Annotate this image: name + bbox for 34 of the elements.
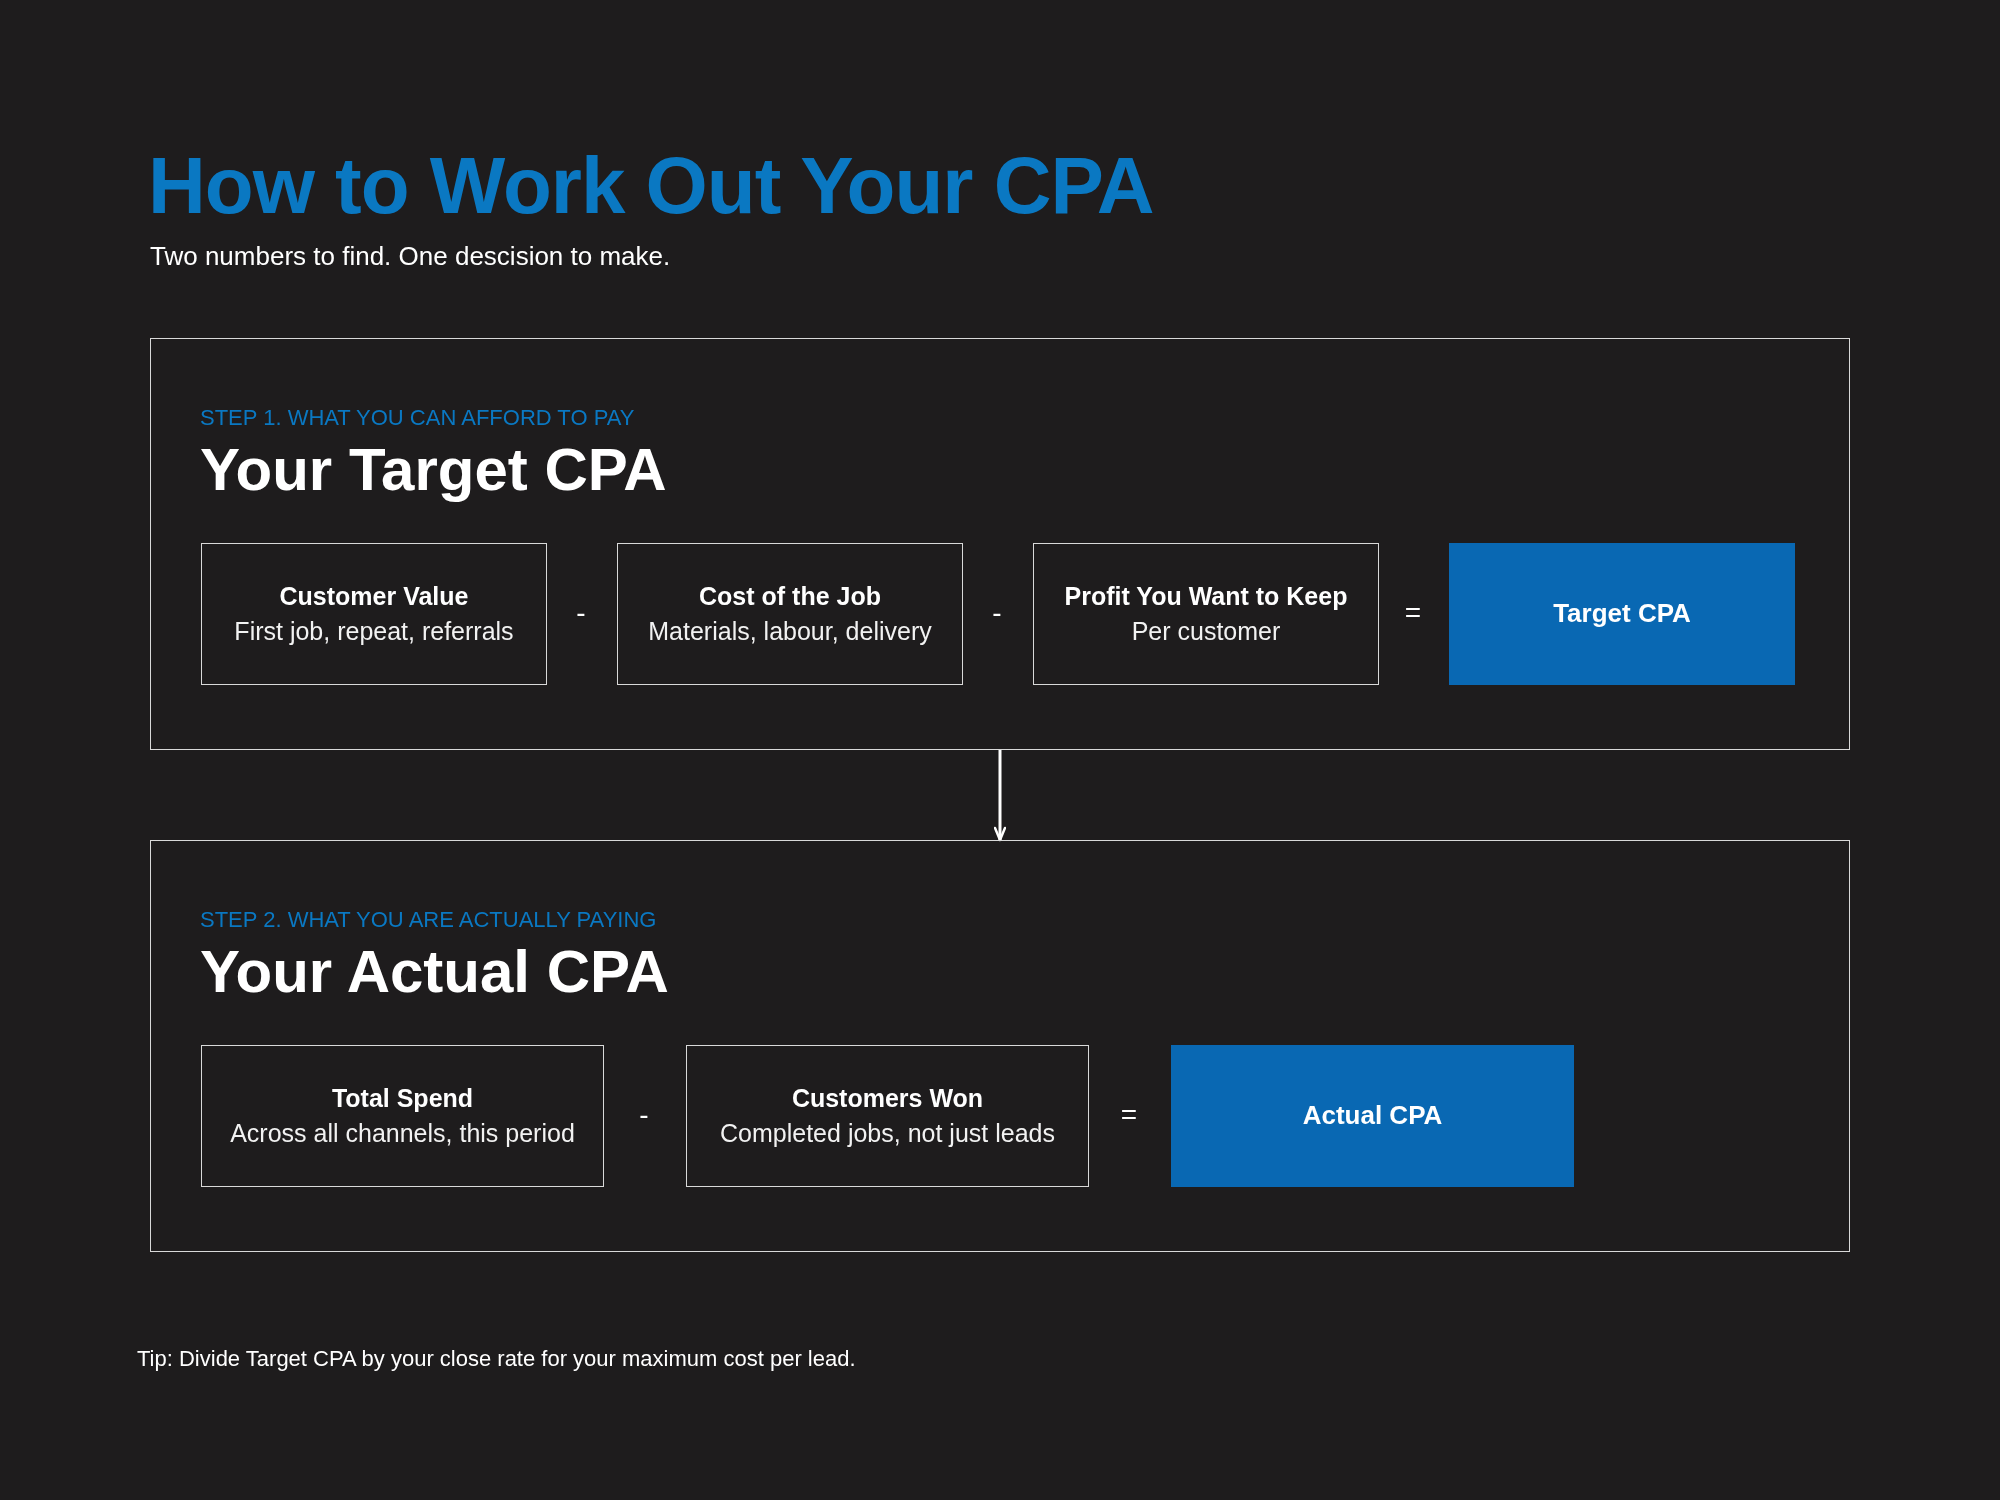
page-title: How to Work Out Your CPA: [148, 146, 1154, 226]
math-operator: =: [1119, 1098, 1139, 1132]
term-description: Materials, labour, delivery: [648, 616, 932, 647]
result-label: Target CPA: [1553, 597, 1691, 631]
term-title: Cost of the Job: [699, 581, 881, 612]
term-box: [201, 1045, 604, 1187]
term-description: Completed jobs, not just leads: [720, 1118, 1055, 1149]
result-box: [1449, 543, 1795, 685]
term-title: Customer Value: [279, 581, 469, 612]
term-description: First job, repeat, referrals: [234, 616, 514, 647]
term-title: Total Spend: [331, 1083, 474, 1114]
result-box: [1171, 1045, 1574, 1187]
panel-heading: Your Actual CPA: [200, 939, 669, 1006]
term-box: [201, 543, 547, 685]
term-box: [1033, 543, 1379, 685]
tip-note: Tip: Divide Target CPA by your close rate for your maximum cost per lead.: [137, 1346, 856, 1373]
term-description: Across all channels, this period: [230, 1118, 575, 1149]
term-box: [686, 1045, 1089, 1187]
math-operator: =: [1403, 596, 1423, 630]
math-operator: -: [991, 596, 1003, 630]
panel-heading: Your Target CPA: [200, 437, 667, 504]
term-title: Customers Won: [791, 1083, 984, 1114]
math-operator: -: [575, 596, 587, 630]
math-operator: -: [638, 1098, 650, 1132]
step-label: STEP 2. WHAT YOU ARE ACTUALLY PAYING: [200, 907, 657, 934]
step-label: STEP 1. WHAT YOU CAN AFFORD TO PAY: [200, 405, 635, 432]
term-box: [617, 543, 963, 685]
term-title: Profit You Want to Keep: [1064, 581, 1348, 612]
arrow: [993, 750, 1007, 842]
subtitle: Two numbers to find. One descision to make.: [150, 241, 671, 273]
result-label: Actual CPA: [1302, 1099, 1443, 1133]
term-description: Per customer: [1131, 616, 1281, 647]
step-panel: [150, 840, 1850, 1252]
step-panel: [150, 338, 1850, 750]
